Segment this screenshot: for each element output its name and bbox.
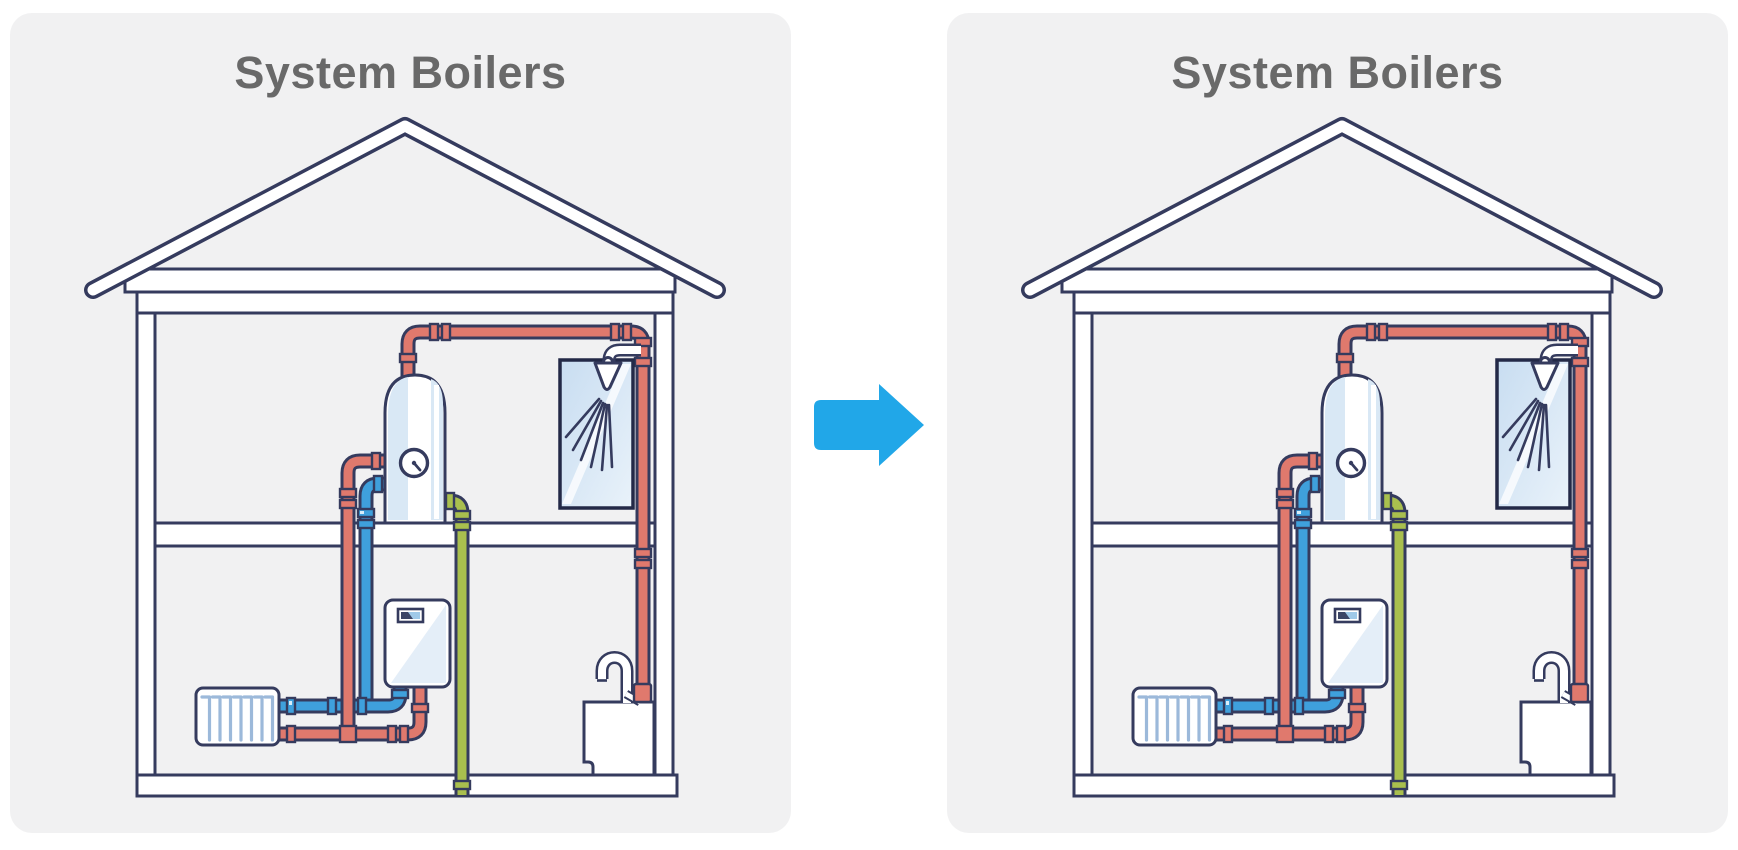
panel-title: System Boilers — [234, 47, 567, 98]
panel-title: System Boilers — [1171, 47, 1504, 98]
panel-after: System Boilers — [947, 13, 1728, 833]
arrow-right-icon — [814, 382, 926, 468]
panel-before: System Boilers — [10, 13, 791, 833]
boiler-house-illustration — [10, 13, 791, 833]
boiler-house-illustration — [947, 13, 1728, 833]
